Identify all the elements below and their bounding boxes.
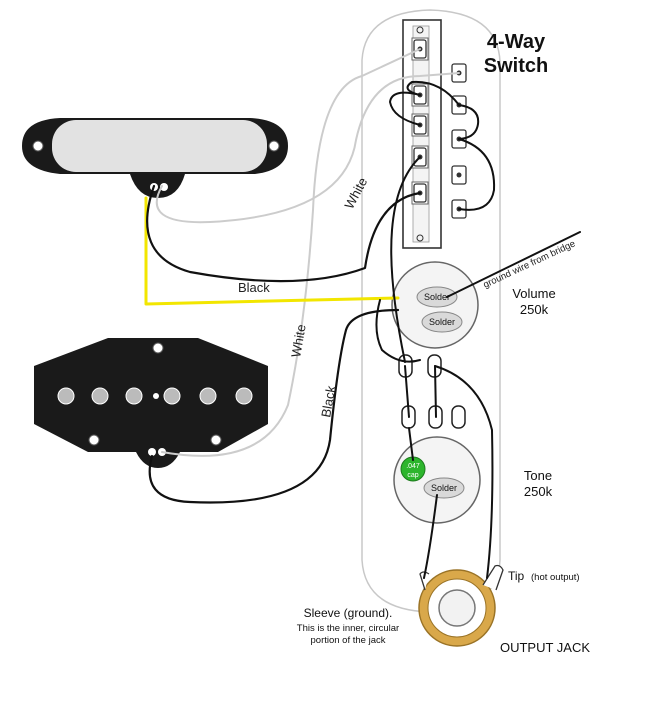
volume-label-line1: Volume (512, 286, 555, 301)
jumper-wire-2 (458, 104, 480, 140)
tone-pot (393, 405, 481, 524)
output-jack-label: OUTPUT JACK (500, 640, 590, 655)
tone-label-line1: Tone (524, 468, 552, 483)
tip-label: Tip (508, 569, 525, 583)
black-wire-neck-label: Black (238, 280, 270, 295)
volume-ground-loop (375, 299, 421, 363)
neck-pickup (22, 118, 288, 198)
sleeve-line1: Sleeve (ground). (304, 606, 393, 620)
bridge-pickup (34, 338, 268, 468)
tip-note: (hot output) (531, 572, 580, 583)
jumper-wire-1 (389, 91, 421, 126)
white-wire-bridge-label: White (288, 323, 309, 358)
yellow-ground-wire (144, 196, 400, 306)
ground-wire-lead (446, 231, 581, 298)
volume-to-tone (434, 365, 494, 579)
volume-label-line2: 250k (520, 302, 549, 317)
solder-vol-top: Solder (424, 292, 450, 302)
switch-title-line2: Switch (484, 55, 548, 77)
wires (144, 48, 581, 579)
jumper-wire-3 (406, 80, 460, 106)
black-wire-bridge-label: Black (318, 384, 338, 418)
solder-vol-bottom: Solder (429, 317, 455, 327)
jumper-wire-4 (458, 138, 496, 211)
switch-title-line1: 4-Way (487, 31, 546, 53)
volume-lug-link-2 (434, 365, 437, 418)
output-jack (418, 564, 504, 647)
volume-lug-link (404, 365, 410, 418)
sleeve-line2: This is the inner, circular (297, 623, 399, 634)
cap-to-tone-lug (408, 427, 414, 461)
black-wire-neck (146, 184, 422, 283)
switch-to-volume (390, 156, 421, 363)
black-wire-bridge (148, 308, 400, 504)
cap-value: .047 (406, 463, 420, 470)
white-wire-bridge (161, 48, 421, 457)
tone-to-jack-sleeve (423, 494, 438, 579)
white-wire-neck (155, 72, 460, 224)
volume-pot (391, 261, 479, 378)
solder-tone: Solder (431, 483, 457, 493)
tone-label-line2: 250k (524, 484, 553, 499)
cap-unit: cap (407, 472, 418, 479)
sleeve-line3: portion of the jack (311, 635, 386, 646)
